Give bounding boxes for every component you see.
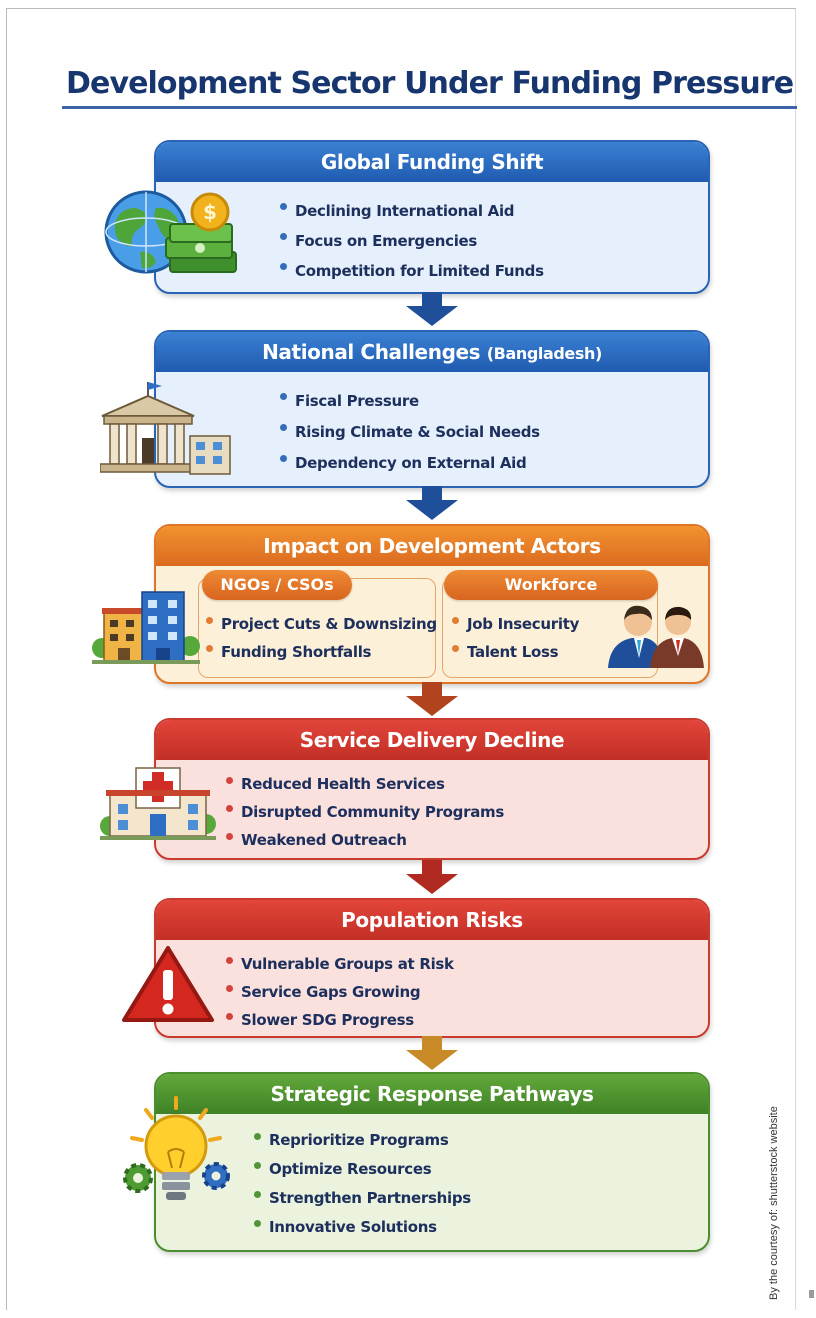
flow-arrow bbox=[406, 682, 458, 716]
warning-icon bbox=[122, 946, 214, 1022]
national-challenges-title-main: National Challenges bbox=[262, 340, 481, 364]
list-item: Dependency on External Aid bbox=[280, 448, 540, 479]
strategic-response-title: Strategic Response Pathways bbox=[156, 1074, 708, 1114]
ngos-list: Project Cuts & Downsizing Funding Shortf… bbox=[206, 610, 437, 666]
list-item: Reduced Health Services bbox=[226, 770, 504, 798]
list-item: Service Gaps Growing bbox=[226, 978, 454, 1006]
service-delivery-list: Reduced Health Services Disrupted Commun… bbox=[226, 770, 504, 854]
population-risks-list: Vulnerable Groups at Risk Service Gaps G… bbox=[226, 950, 454, 1034]
list-item: Rising Climate & Social Needs bbox=[280, 417, 540, 448]
workforce-list: Job Insecurity Talent Loss bbox=[452, 610, 579, 666]
lightbulb-gears-icon bbox=[123, 1096, 230, 1200]
list-item: Disrupted Community Programs bbox=[226, 798, 504, 826]
impact-title: Impact on Development Actors bbox=[156, 526, 708, 566]
ngos-title: NGOs / CSOs bbox=[202, 570, 352, 600]
list-item: Innovative Solutions bbox=[254, 1213, 471, 1242]
government-building-icon bbox=[100, 382, 231, 475]
impact-box: Impact on Development Actors NGOs / CSOs… bbox=[154, 524, 710, 684]
page-frame bbox=[6, 8, 796, 1310]
workforce-title: Workforce bbox=[444, 570, 658, 600]
page-title: Development Sector Under Funding Pressur… bbox=[66, 66, 794, 101]
list-item: Weakened Outreach bbox=[226, 826, 504, 854]
list-item: Strengthen Partnerships bbox=[254, 1184, 471, 1213]
title-underline bbox=[62, 106, 797, 109]
flow-arrow bbox=[406, 1036, 458, 1070]
office-buildings-icon bbox=[92, 591, 200, 664]
list-item: Talent Loss bbox=[452, 638, 579, 666]
national-challenges-title: National Challenges (Bangladesh) bbox=[156, 332, 708, 372]
workers-icon bbox=[608, 605, 704, 668]
flow-arrow bbox=[406, 860, 458, 894]
flow-arrow bbox=[406, 486, 458, 520]
flow-arrow bbox=[406, 292, 458, 326]
list-item: Declining International Aid bbox=[280, 196, 544, 226]
list-item: Vulnerable Groups at Risk bbox=[226, 950, 454, 978]
population-risks-title: Population Risks bbox=[156, 900, 708, 940]
national-challenges-list: Fiscal Pressure Rising Climate & Social … bbox=[280, 386, 540, 479]
strategic-response-box: Strategic Response Pathways Reprioritize… bbox=[154, 1072, 710, 1252]
service-delivery-box: Service Delivery Decline Reduced Health … bbox=[154, 718, 710, 860]
svg-text:$: $ bbox=[203, 200, 217, 224]
list-item: Focus on Emergencies bbox=[280, 226, 544, 256]
global-funding-shift-title: Global Funding Shift bbox=[156, 142, 708, 182]
list-item: Competition for Limited Funds bbox=[280, 256, 544, 286]
globe-money-icon: $ bbox=[104, 190, 237, 274]
service-delivery-title: Service Delivery Decline bbox=[156, 720, 708, 760]
list-item: Reprioritize Programs bbox=[254, 1126, 471, 1155]
list-item: Fiscal Pressure bbox=[280, 386, 540, 417]
list-item: Project Cuts & Downsizing bbox=[206, 610, 437, 638]
list-item: Funding Shortfalls bbox=[206, 638, 437, 666]
list-item: Slower SDG Progress bbox=[226, 1006, 454, 1034]
strategic-response-list: Reprioritize Programs Optimize Resources… bbox=[254, 1126, 471, 1242]
image-credit: By the courtesy of: shutterstock website bbox=[768, 1106, 780, 1300]
population-risks-box: Population Risks Vulnerable Groups at Ri… bbox=[154, 898, 710, 1038]
list-item: Optimize Resources bbox=[254, 1155, 471, 1184]
national-challenges-box: National Challenges (Bangladesh) Fiscal … bbox=[154, 330, 710, 488]
national-challenges-title-country: (Bangladesh) bbox=[486, 344, 603, 363]
list-item: Job Insecurity bbox=[452, 610, 579, 638]
hospital-icon bbox=[100, 767, 216, 840]
global-funding-shift-list: Declining International Aid Focus on Eme… bbox=[280, 196, 544, 286]
credit-marker bbox=[809, 1290, 814, 1298]
